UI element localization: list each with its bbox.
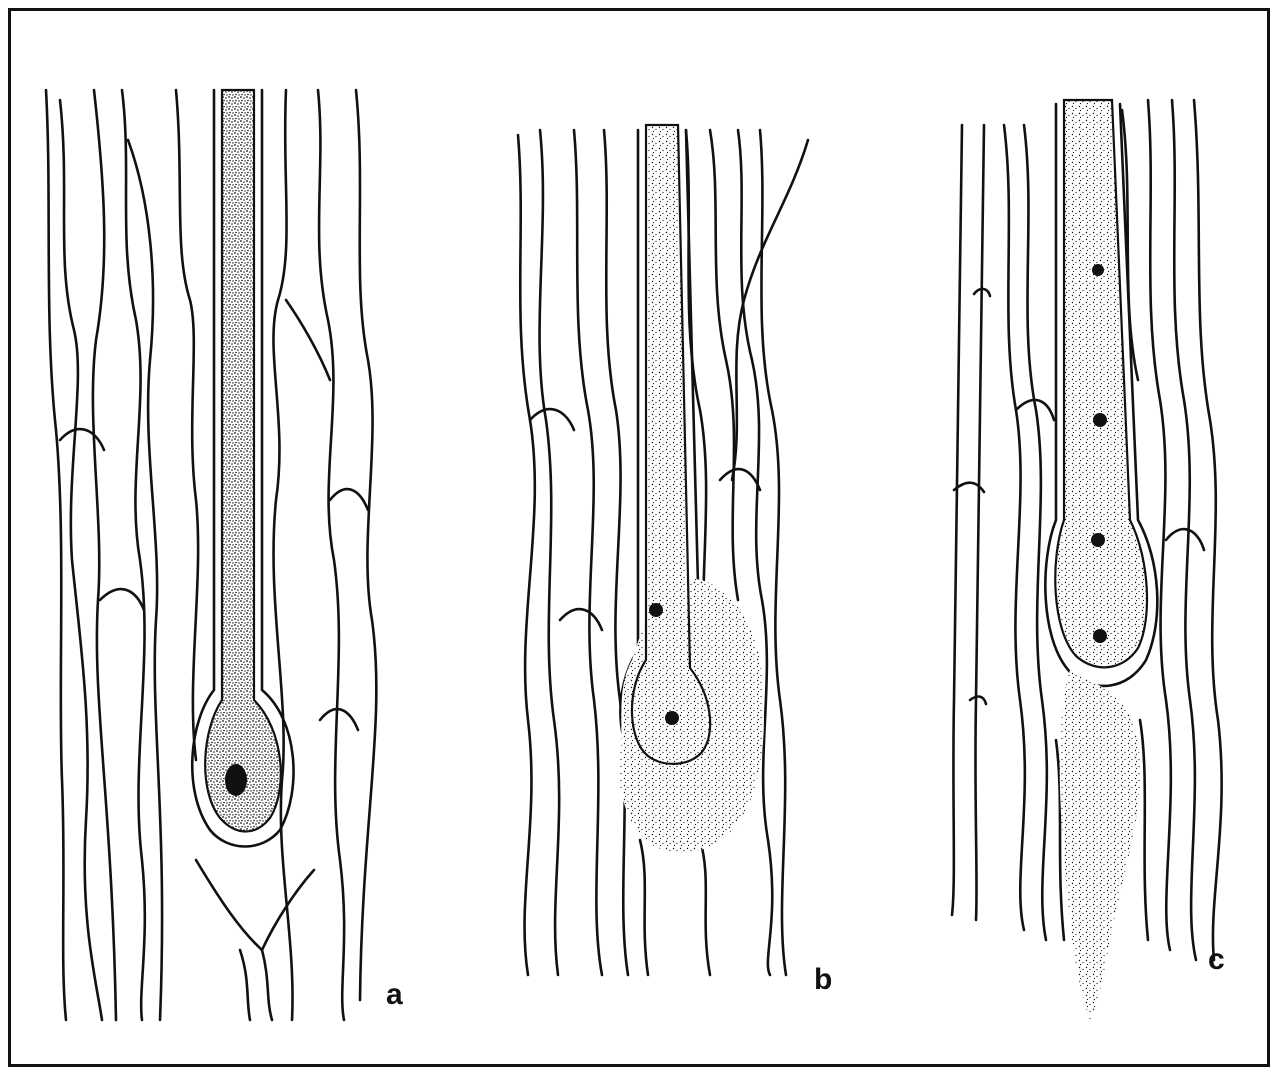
shaft-nucleus-c1 [1092, 264, 1104, 276]
bulb-nucleus-b1 [649, 603, 663, 617]
panel-label-a: a [386, 980, 403, 1010]
hair-shaft-a [205, 90, 281, 832]
shaft-nucleus-c2 [1093, 413, 1107, 427]
bulb-nucleus-a [225, 764, 247, 796]
shaft-nucleus-c4 [1093, 629, 1107, 643]
panel-label-b: b [814, 965, 832, 995]
panel-a [46, 90, 376, 1020]
sheath-trail-c [1060, 670, 1141, 1020]
shaft-nucleus-c3 [1091, 533, 1105, 547]
panel-label-c: c [1208, 945, 1225, 975]
bulb-nucleus-b2 [665, 711, 679, 725]
